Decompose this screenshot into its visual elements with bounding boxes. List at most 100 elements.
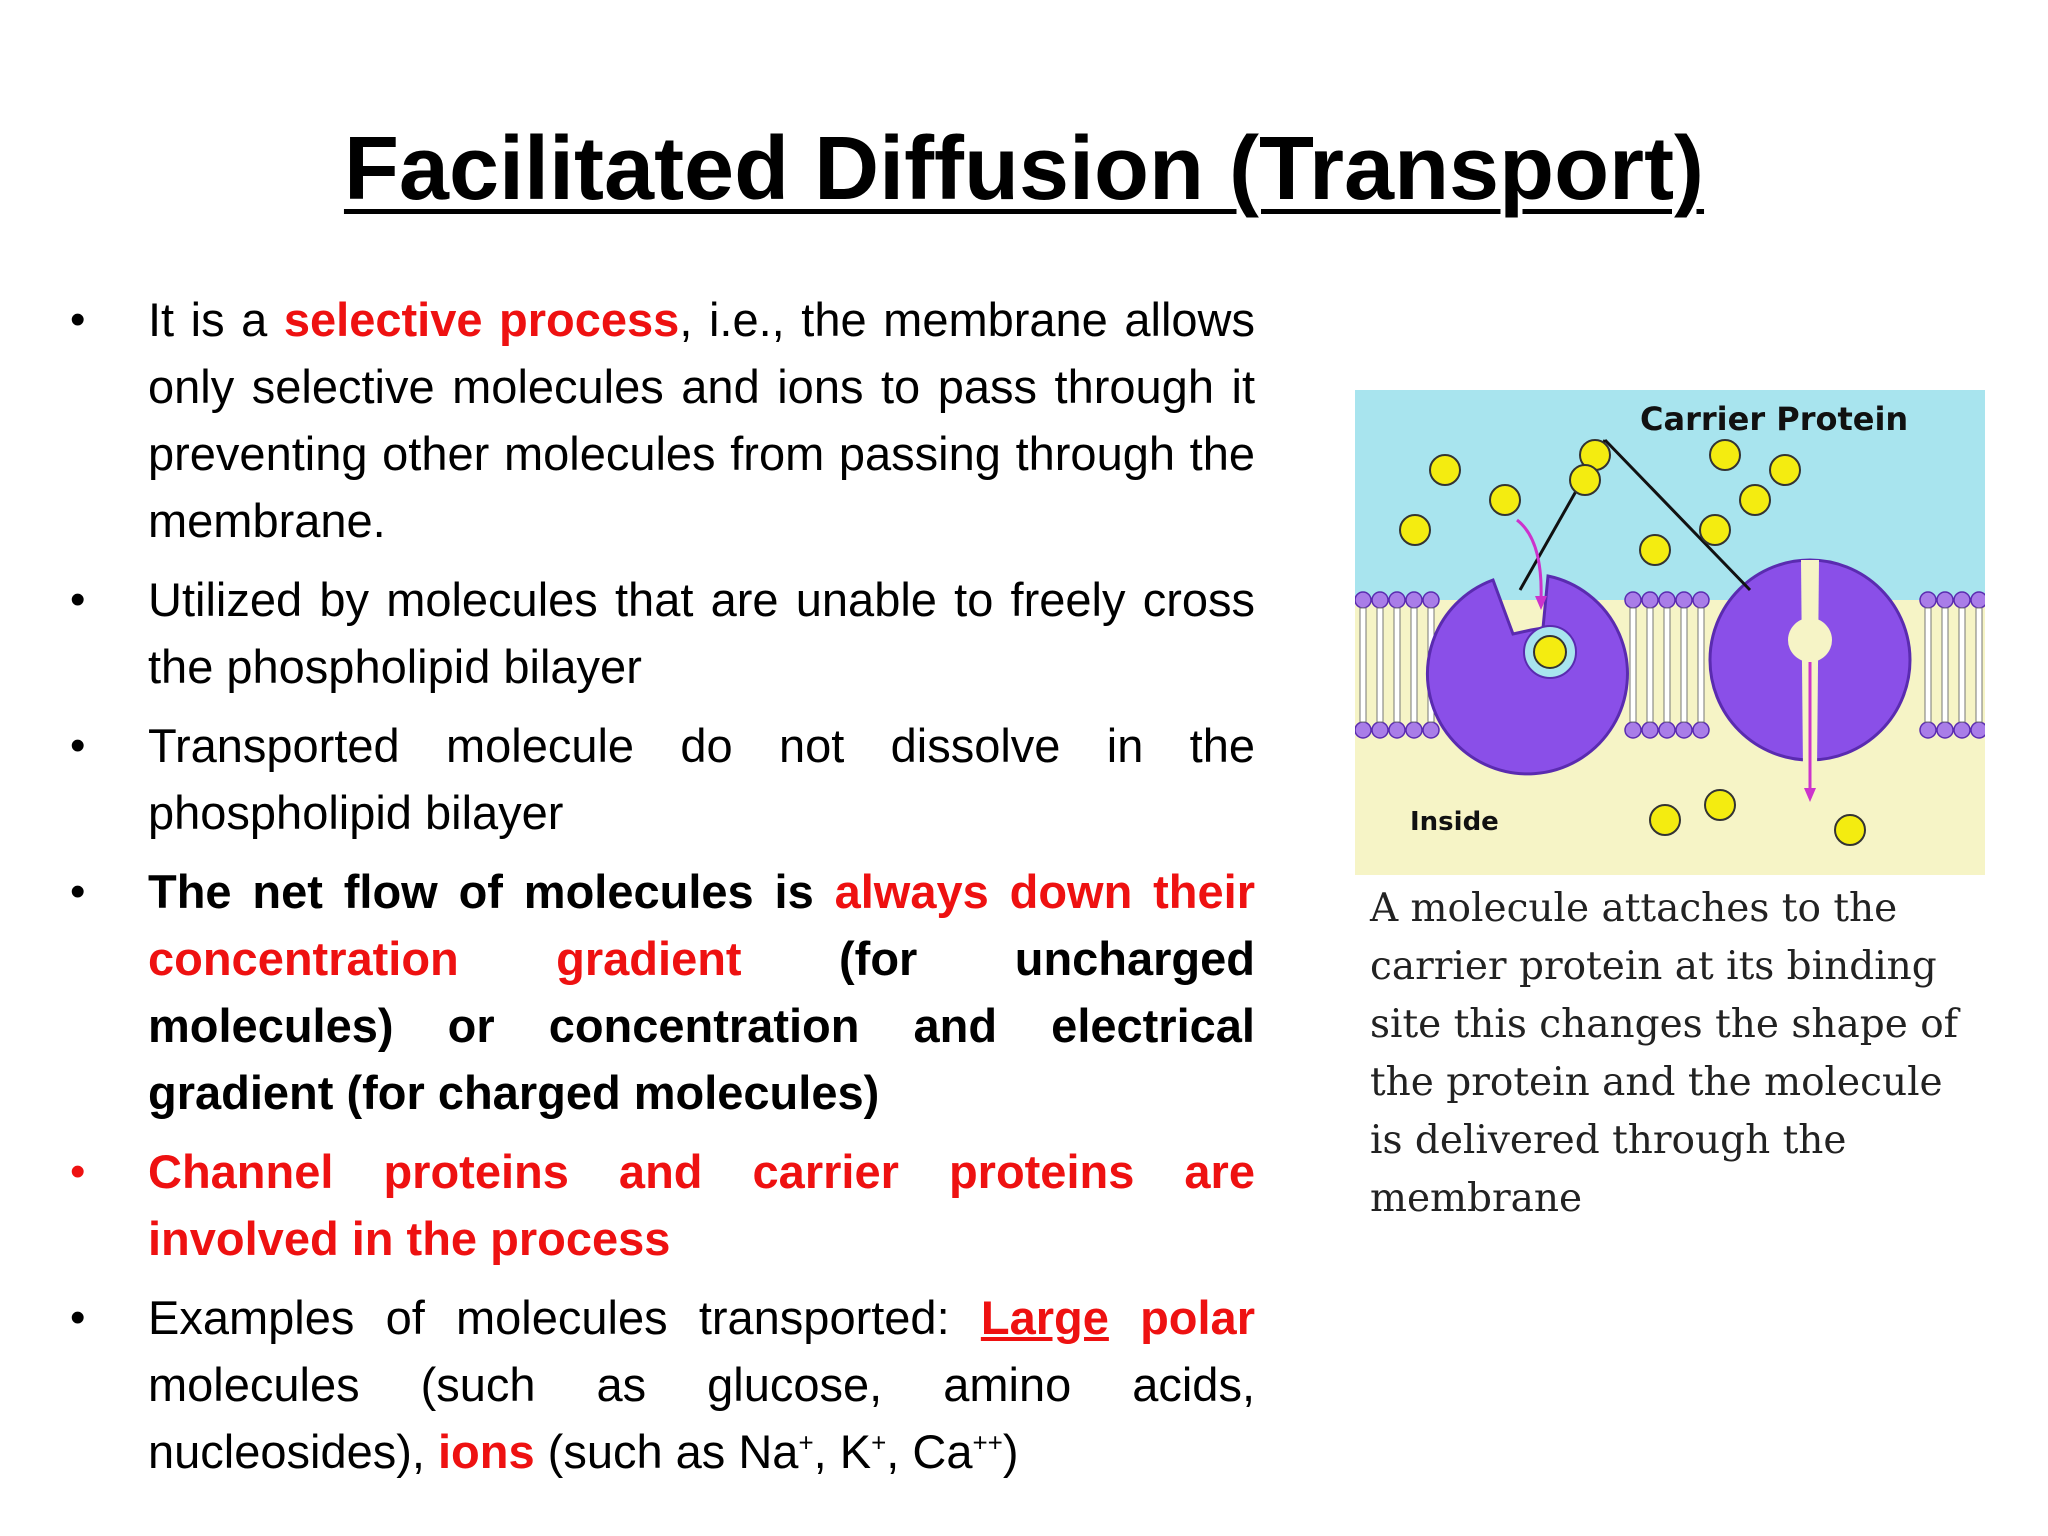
bullet-text: , Ca — [886, 1425, 973, 1478]
bullet-text: Channel proteins and carrier proteins ar… — [148, 1145, 1255, 1265]
bullet-text: ) — [1002, 1425, 1019, 1478]
lipid-head — [1692, 591, 1710, 609]
bullet-text: polar — [1108, 1291, 1255, 1344]
lipid-tail — [1359, 607, 1367, 723]
lipid-tail — [1646, 607, 1654, 723]
bullet-text: ions — [438, 1425, 535, 1478]
bullet-text: Transported molecule do not dissolve in … — [148, 719, 1255, 839]
lipid-head — [1641, 591, 1659, 609]
bullet-text: (such as Na — [534, 1425, 799, 1478]
bullet-item: • Utilized by molecules that are unable t… — [70, 566, 1255, 700]
lipid-tail — [1924, 607, 1932, 723]
lipid-head — [1422, 721, 1440, 739]
bullet-item: • Examples of molecules transported: Larg… — [70, 1284, 1255, 1485]
bullet-dot: • — [70, 867, 86, 916]
lipid-tail — [1410, 607, 1418, 723]
lipid-head — [1675, 721, 1693, 739]
bound-molecule — [1533, 635, 1567, 669]
inside-label: Inside — [1410, 807, 1499, 837]
lipid-head — [1405, 721, 1423, 739]
lipid-head — [1953, 591, 1971, 609]
lipid-tail — [1697, 607, 1705, 723]
lipid-tail — [1975, 607, 1983, 723]
molecule — [1699, 514, 1731, 546]
lipid-head — [1641, 721, 1659, 739]
lipid-head — [1371, 591, 1389, 609]
bullet-text: , i.e., the membrane allows only selecti… — [148, 293, 1255, 547]
lipid-head — [1422, 591, 1440, 609]
entry-arrowhead — [1535, 596, 1547, 610]
bullet-dot: • — [70, 1293, 86, 1342]
lipid-tail — [1629, 607, 1637, 723]
bullet-item: • It is a selective process, i.e., the me… — [70, 286, 1255, 554]
bullet-text: selective process — [283, 293, 680, 346]
lipid-head — [1936, 721, 1954, 739]
phospholipid-bilayer — [1355, 591, 1985, 739]
lipid-head — [1624, 591, 1642, 609]
lipid-head — [1388, 721, 1406, 739]
lipid-head — [1355, 721, 1372, 739]
bullet-text: + — [798, 1427, 814, 1458]
lipid-head — [1919, 721, 1937, 739]
bullet-text: Large — [980, 1291, 1109, 1344]
bullet-text: Examples of molecules transported: — [148, 1291, 981, 1344]
carrier-protein-diagram: Carrier Protein Inside — [1355, 390, 1985, 875]
molecule — [1704, 789, 1736, 821]
lipid-head — [1675, 591, 1693, 609]
lipid-head — [1970, 721, 1985, 739]
lipid-tail — [1376, 607, 1384, 723]
molecule — [1569, 464, 1601, 496]
lipid-head — [1624, 721, 1642, 739]
bullet-dot: • — [70, 1147, 86, 1196]
lipid-head — [1388, 591, 1406, 609]
bullet-item: • Transported molecule do not dissolve in… — [70, 712, 1255, 846]
molecule — [1739, 484, 1771, 516]
exit-arrowhead — [1804, 788, 1816, 802]
bullet-item: • Channel proteins and carrier proteins a… — [70, 1138, 1255, 1272]
lipid-head — [1355, 591, 1372, 609]
molecule — [1769, 454, 1801, 486]
lipid-head — [1658, 591, 1676, 609]
lipid-head — [1658, 721, 1676, 739]
slide-title: Facilitated Diffusion (Transport) — [343, 119, 1705, 219]
bullet-text: It is a — [148, 293, 284, 346]
bullet-text: + — [871, 1427, 887, 1458]
bullet-dot: • — [70, 295, 86, 344]
bullet-dot: • — [70, 721, 86, 770]
label-line-right — [1603, 438, 1752, 592]
bullet-text: always down their concentration gradient — [148, 865, 1256, 985]
molecule — [1649, 804, 1681, 836]
molecule — [1489, 484, 1521, 516]
lipid-tail — [1393, 607, 1401, 723]
bullet-text: , K — [813, 1425, 872, 1478]
lipid-tail — [1941, 607, 1949, 723]
lipid-tail — [1958, 607, 1966, 723]
molecule — [1834, 814, 1866, 846]
lipid-head — [1371, 721, 1389, 739]
bullet-text: The net flow of molecules is — [148, 865, 835, 918]
lipid-head — [1936, 591, 1954, 609]
entry-arrow — [1516, 518, 1543, 601]
molecule — [1399, 514, 1431, 546]
lipid-head — [1970, 591, 1985, 609]
bullet-dot: • — [70, 575, 86, 624]
molecule — [1429, 454, 1461, 486]
carrier-protein-left — [1426, 574, 1629, 776]
bullet-text: ++ — [972, 1427, 1003, 1458]
molecule — [1709, 439, 1741, 471]
outside-region — [1355, 390, 1985, 600]
molecules — [1399, 439, 1866, 846]
figure-caption: A molecule attaches to the carrier prote… — [1370, 886, 1959, 1221]
carrier-protein-label: Carrier Protein — [1640, 400, 1908, 438]
lipid-tail — [1663, 607, 1671, 723]
lipid-head — [1919, 591, 1937, 609]
lipid-head — [1692, 721, 1710, 739]
lipid-head — [1953, 721, 1971, 739]
lipid-tail — [1680, 607, 1688, 723]
molecule — [1639, 534, 1671, 566]
binding-site-right — [1788, 618, 1832, 662]
bullet-text: Utilized by molecules that are unable to… — [148, 573, 1255, 693]
bullet-text: molecules (such as glucose, amino acids,… — [148, 1358, 1255, 1478]
bullet-list: • It is a selective process, i.e., the me… — [70, 286, 1255, 1497]
lipid-head — [1405, 591, 1423, 609]
